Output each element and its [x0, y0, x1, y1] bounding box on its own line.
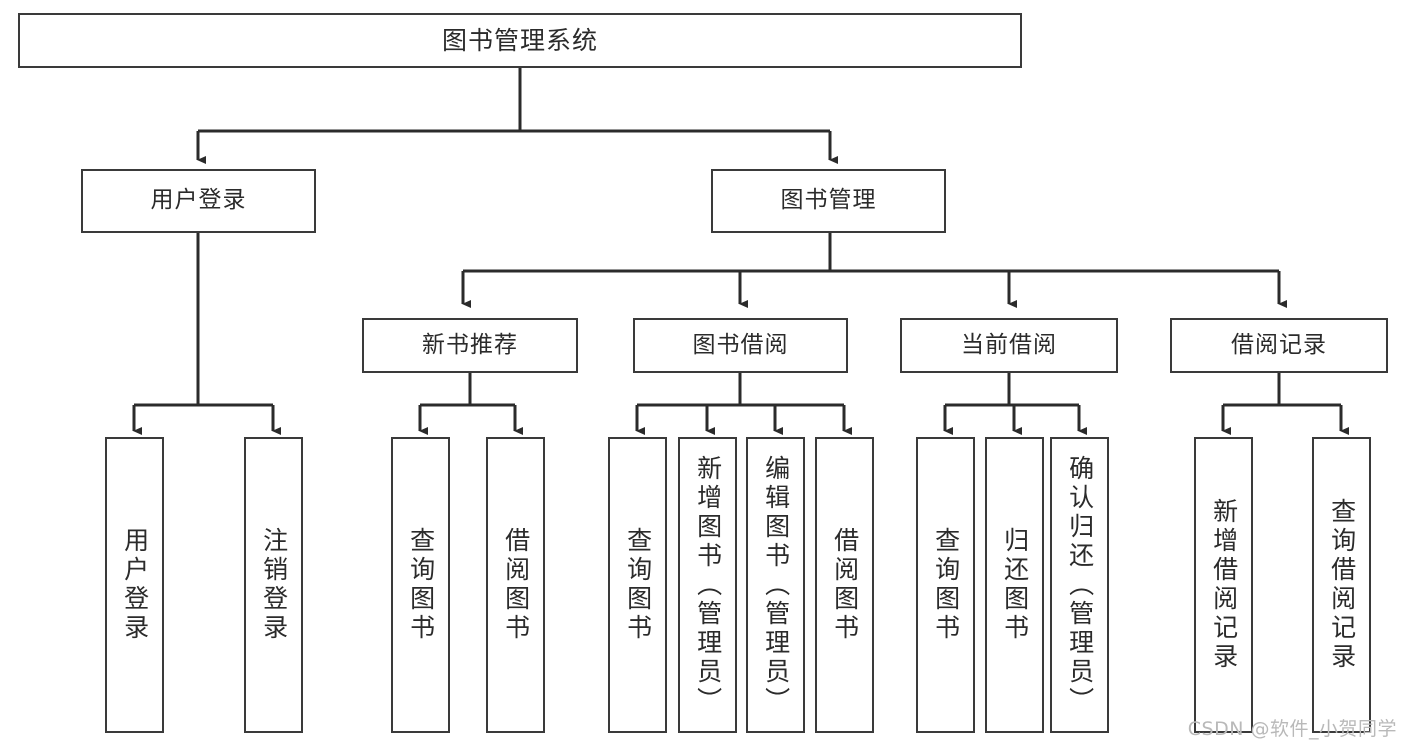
node-label: 借阅记录 [1231, 331, 1327, 358]
node-label: 用户登录 [120, 527, 150, 643]
node-leaf-user-login[interactable]: 用户登录 [105, 437, 164, 733]
node-borrow-record[interactable]: 借阅记录 [1170, 318, 1388, 373]
node-label: 用户登录 [150, 187, 247, 214]
node-leaf-edit-book-admin[interactable]: 编辑图书（管理员） [746, 437, 805, 733]
node-label: 图书管理系统 [441, 25, 598, 55]
node-leaf-borrow-book-2[interactable]: 借阅图书 [815, 437, 874, 733]
node-label: 当前借阅 [961, 331, 1057, 358]
node-label: 借阅图书 [501, 527, 531, 643]
node-new-book-recommend[interactable]: 新书推荐 [362, 318, 578, 373]
node-leaf-query-book-3[interactable]: 查询图书 [916, 437, 975, 733]
node-leaf-confirm-return-admin[interactable]: 确认归还（管理员） [1050, 437, 1109, 733]
node-leaf-query-book-2[interactable]: 查询图书 [608, 437, 667, 733]
node-label: 借阅图书 [830, 527, 860, 643]
node-leaf-return-book[interactable]: 归还图书 [985, 437, 1044, 733]
node-label: 新增借阅记录 [1209, 498, 1239, 672]
node-label: 注销登录 [259, 527, 289, 643]
node-label: 查询图书 [931, 527, 961, 643]
node-label: 编辑图书（管理员） [761, 454, 791, 716]
node-label: 新书推荐 [422, 331, 518, 358]
node-book-management[interactable]: 图书管理 [711, 169, 946, 233]
node-label: 确认归还（管理员） [1065, 454, 1095, 716]
node-label: 查询图书 [623, 527, 653, 643]
node-label: 查询图书 [406, 527, 436, 643]
node-leaf-query-book-1[interactable]: 查询图书 [391, 437, 450, 733]
node-leaf-logout-login[interactable]: 注销登录 [244, 437, 303, 733]
node-book-borrow[interactable]: 图书借阅 [633, 318, 848, 373]
node-leaf-add-book-admin[interactable]: 新增图书（管理员） [678, 437, 737, 733]
node-root-book-management-system[interactable]: 图书管理系统 [18, 13, 1022, 68]
node-label: 归还图书 [1000, 527, 1030, 643]
node-leaf-query-borrow-record[interactable]: 查询借阅记录 [1312, 437, 1371, 733]
node-user-login[interactable]: 用户登录 [81, 169, 316, 233]
watermark-text: CSDN @软件_小贺同学 [1187, 718, 1397, 740]
node-current-borrow[interactable]: 当前借阅 [900, 318, 1118, 373]
node-label: 图书管理 [780, 187, 877, 214]
node-label: 查询借阅记录 [1327, 498, 1357, 672]
node-label: 新增图书（管理员） [693, 454, 723, 716]
node-label: 图书借阅 [692, 331, 789, 358]
node-leaf-borrow-book-1[interactable]: 借阅图书 [486, 437, 545, 733]
node-leaf-add-borrow-record[interactable]: 新增借阅记录 [1194, 437, 1253, 733]
